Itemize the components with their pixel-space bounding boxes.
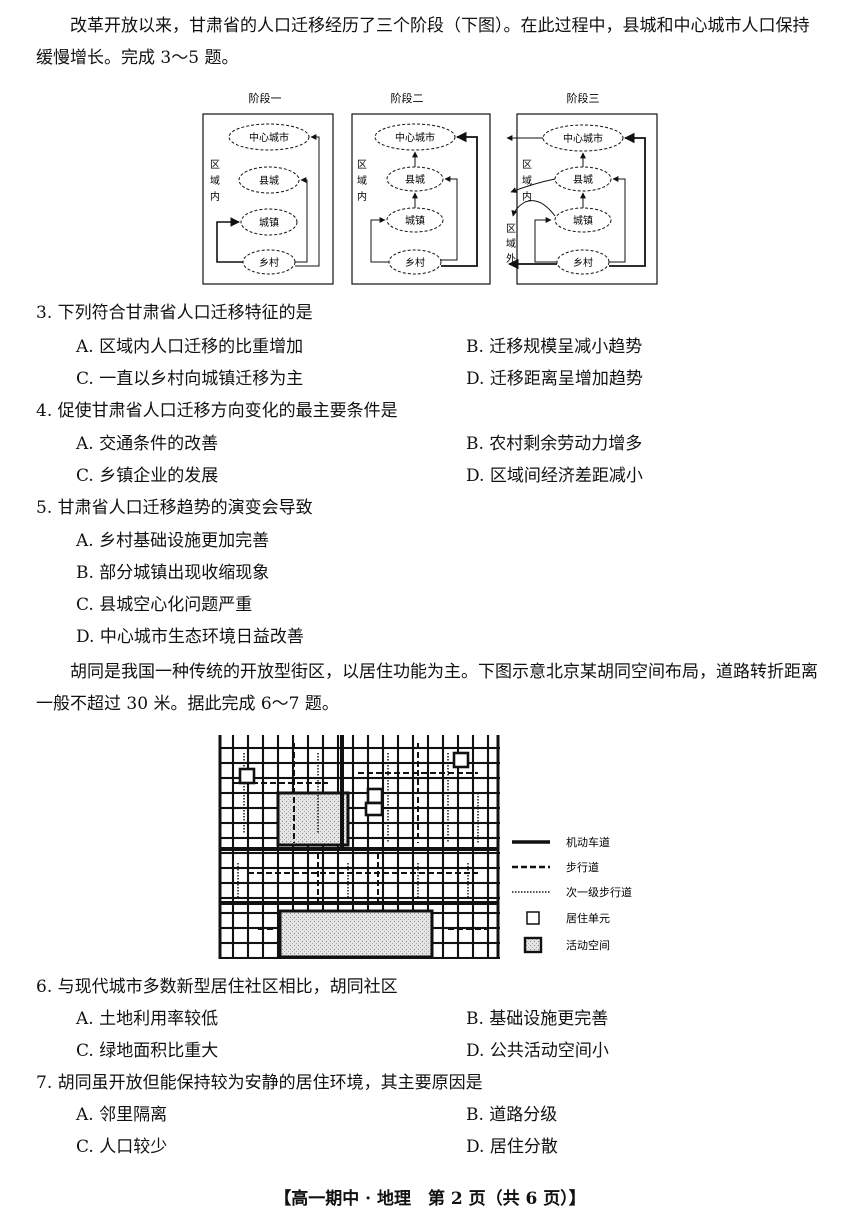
legend-secondary-walkway: 次一级步行道 <box>566 885 632 899</box>
legend-walkway: 步行道 <box>566 860 599 874</box>
question-3-option-c[interactable]: C. 一直以乡村向城镇迁移为主 <box>76 369 304 389</box>
legend-motor-road: 机动车道 <box>566 835 610 849</box>
stage3-outside-1: 区 <box>506 223 516 235</box>
question-3-stem: 3. 下列符合甘肃省人口迁移特征的是 <box>36 303 313 323</box>
question-5-option-a[interactable]: A. 乡村基础设施更加完善 <box>76 531 270 551</box>
question-5-stem: 5. 甘肃省人口迁移趋势的演变会导致 <box>36 498 313 518</box>
question-7-option-c[interactable]: C. 人口较少 <box>76 1137 168 1157</box>
stage-label-3: 阶段三 <box>567 91 600 105</box>
question-3-option-d[interactable]: D. 迁移距离呈增加趋势 <box>466 369 643 389</box>
stage-3-panel: 中心城市 县城 城镇 乡村 区 域 内 区 域 外 <box>506 113 658 285</box>
stage2-county: 县城 <box>405 174 425 186</box>
stage2-inside-1: 区 <box>357 159 367 171</box>
stage1-town: 城镇 <box>259 216 279 229</box>
page-footer: 【高一期中 · 地理 第 2 页（共 6 页）】 <box>274 1189 586 1209</box>
stage-label-2: 阶段二 <box>391 91 424 105</box>
question-7-option-d[interactable]: D. 居住分散 <box>466 1137 558 1157</box>
question-7-option-a[interactable]: A. 邻里隔离 <box>76 1105 168 1125</box>
stage-2-panel: 中心城市 县城 城镇 乡村 区 域 内 <box>351 113 491 285</box>
stage2-town: 城镇 <box>405 214 425 227</box>
migration-stages-figure: 阶段一 阶段二 阶段三 中心城市 县城 城镇 乡村 区 域 内 中心城市 <box>202 91 658 285</box>
stage3-inside-1: 区 <box>522 159 532 171</box>
stage2-inside-2: 域 <box>357 174 367 187</box>
intro-paragraph-2: 胡同是我国一种传统的开放型街区，以居住功能为主。下图示意北京某胡同空间布局，道路… <box>36 662 818 714</box>
stage1-center-city: 中心城市 <box>249 131 289 144</box>
question-7-option-b[interactable]: B. 道路分级 <box>466 1105 558 1125</box>
question-3-option-b[interactable]: B. 迁移规模呈减小趋势 <box>466 337 643 357</box>
question-4-option-d[interactable]: D. 区域间经济差距减小 <box>466 466 643 486</box>
hutong-legend: 机动车道 步行道 次一级步行道 居住单元 活动空间 <box>512 835 632 954</box>
question-5-option-d[interactable]: D. 中心城市生态环境日益改善 <box>76 627 304 647</box>
question-6-option-a[interactable]: A. 土地利用率较低 <box>76 1009 219 1029</box>
question-6-option-d[interactable]: D. 公共活动空间小 <box>466 1041 609 1061</box>
question-4-option-a[interactable]: A. 交通条件的改善 <box>76 434 219 454</box>
stage3-center-city: 中心城市 <box>563 132 603 145</box>
hutong-layout-figure: 机动车道 步行道 次一级步行道 居住单元 活动空间 <box>218 735 632 959</box>
question-4-option-b[interactable]: B. 农村剩余劳动力增多 <box>466 434 643 454</box>
stage-1-panel: 中心城市 县城 城镇 乡村 区 域 内 <box>202 113 334 285</box>
stage3-county: 县城 <box>573 174 593 186</box>
stage1-village: 乡村 <box>259 256 279 269</box>
question-5-option-b[interactable]: B. 部分城镇出现收缩现象 <box>76 563 270 583</box>
stage1-county: 县城 <box>259 175 279 187</box>
question-5-option-c[interactable]: C. 县城空心化问题严重 <box>76 595 253 615</box>
stage1-inside-2: 域 <box>210 174 220 187</box>
legend-residential-unit: 居住单元 <box>566 911 610 925</box>
question-4-stem: 4. 促使甘肃省人口迁移方向变化的最主要条件是 <box>36 401 398 421</box>
stage-label-1: 阶段一 <box>249 91 282 105</box>
stage3-village: 乡村 <box>573 256 593 269</box>
intro-paragraph-1: 改革开放以来，甘肃省的人口迁移经历了三个阶段（下图）。在此过程中，县城和中心城市… <box>36 16 810 68</box>
question-6-option-c[interactable]: C. 绿地面积比重大 <box>76 1041 219 1061</box>
stage2-center-city: 中心城市 <box>395 131 435 144</box>
stage1-inside-1: 区 <box>210 159 220 171</box>
question-6-stem: 6. 与现代城市多数新型居住社区相比，胡同社区 <box>36 977 398 997</box>
stage1-inside-3: 内 <box>210 190 220 203</box>
legend-activity-space: 活动空间 <box>566 938 610 952</box>
stage3-outside-2: 域 <box>506 237 516 250</box>
stage2-village: 乡村 <box>405 256 425 269</box>
hutong-map <box>218 735 500 959</box>
question-3-option-a[interactable]: A. 区域内人口迁移的比重增加 <box>76 337 304 357</box>
stage3-town: 城镇 <box>573 214 593 227</box>
question-6-option-b[interactable]: B. 基础设施更完善 <box>466 1009 609 1029</box>
question-7-stem: 7. 胡同虽开放但能保持较为安静的居住环境，其主要原因是 <box>36 1073 483 1093</box>
stage2-inside-3: 内 <box>357 190 367 203</box>
stage3-inside-2: 域 <box>522 174 532 187</box>
question-4-option-c[interactable]: C. 乡镇企业的发展 <box>76 466 219 486</box>
stage3-inside-3: 内 <box>522 190 532 203</box>
